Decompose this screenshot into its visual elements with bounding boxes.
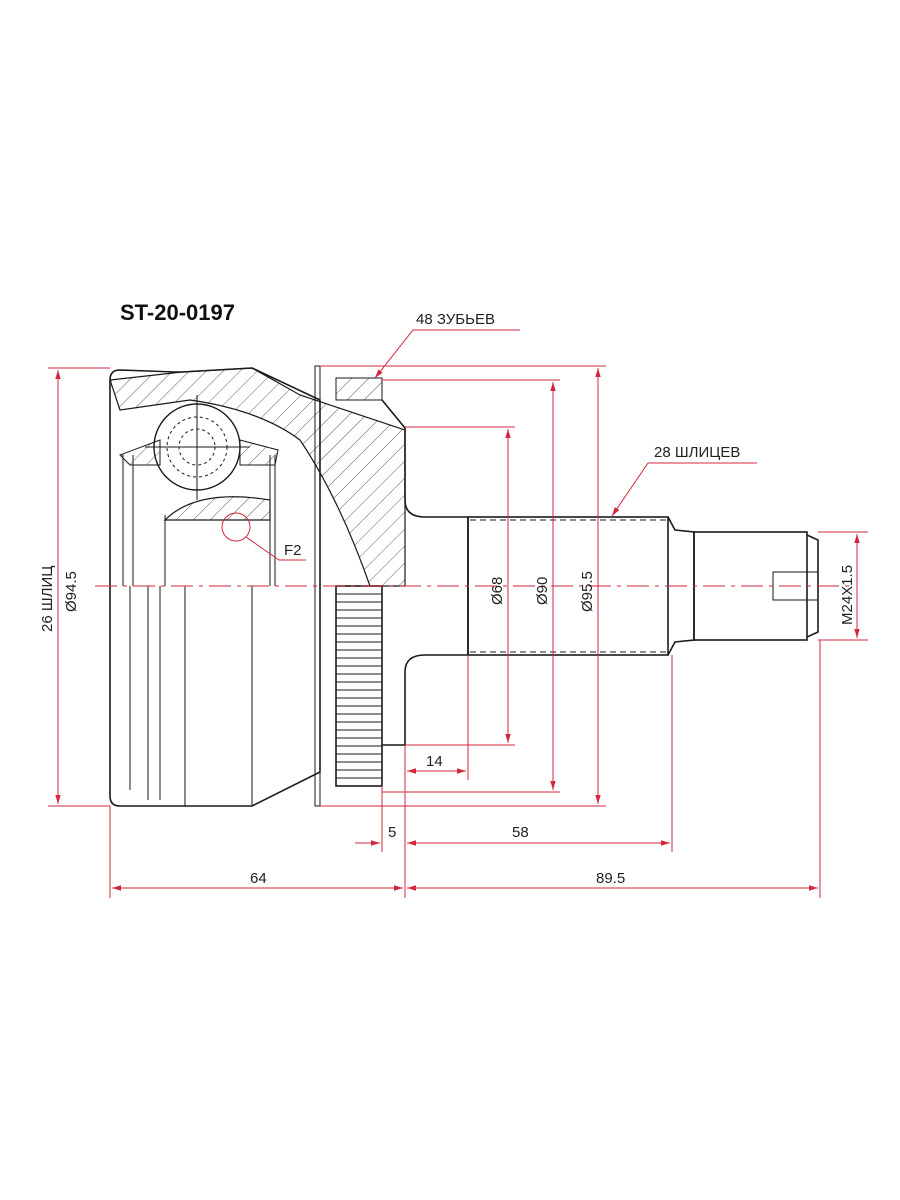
- label-89-5: 89.5: [596, 870, 625, 887]
- label-d68: Ø68: [489, 577, 506, 605]
- label-teeth: 48 ЗУБЬЕВ: [416, 311, 495, 328]
- callout-teeth: 48 ЗУБЬЕВ: [374, 311, 520, 379]
- extension-lines: [48, 365, 868, 898]
- shaft: [381, 399, 819, 746]
- part-number-title: ST-20-0197: [120, 300, 235, 325]
- label-shaft-splines: 28 ШЛИЦЕВ: [654, 444, 740, 461]
- label-inner-splines: 26 ШЛИЦ: [39, 566, 56, 632]
- label-58: 58: [512, 824, 529, 841]
- label-d90: Ø90: [534, 577, 551, 605]
- ball-and-cage: [119, 395, 279, 521]
- label-d95-5: Ø95.5: [579, 571, 596, 612]
- label-outer-diameter: Ø94.5: [63, 571, 80, 612]
- abs-ring: [314, 365, 383, 807]
- label-5: 5: [388, 824, 396, 841]
- outer-housing: [109, 367, 406, 807]
- label-f2: F2: [284, 542, 302, 559]
- label-64: 64: [250, 870, 267, 887]
- callout-shaft-splines: 28 ШЛИЦЕВ: [611, 444, 757, 517]
- label-14: 14: [426, 753, 443, 770]
- callout-detail-f2: F2: [221, 512, 306, 561]
- label-thread: M24X1.5: [839, 565, 856, 625]
